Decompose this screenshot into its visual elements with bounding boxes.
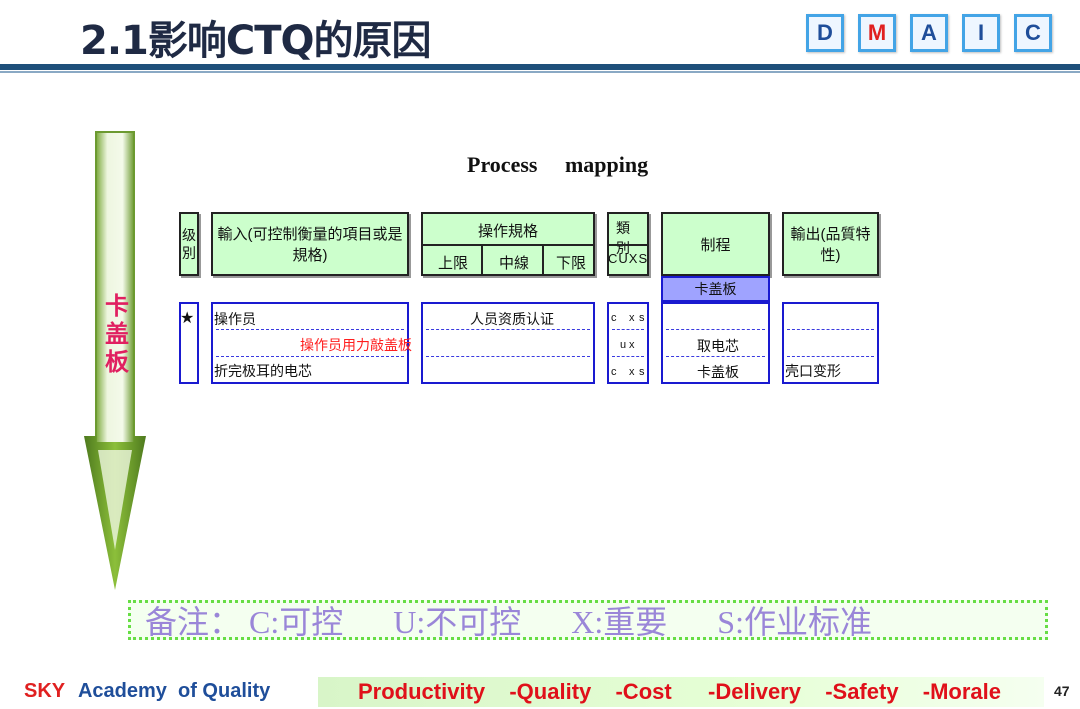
footer-band: [318, 677, 1044, 707]
dmaic-a: A: [910, 14, 948, 52]
row-divider: [612, 329, 644, 330]
output-column: [782, 302, 879, 384]
category-column: [607, 302, 649, 384]
process-name: 卡盖板: [661, 276, 770, 302]
down-arrow-icon: [82, 130, 148, 595]
row-divider: [216, 356, 404, 357]
note-c: 备注： C:可控: [145, 604, 344, 640]
cat-r1-c: c: [611, 312, 617, 324]
note-u: U:不可控: [393, 604, 522, 640]
footer-academy: Academy of Quality: [77, 680, 271, 702]
cat-x: X: [628, 251, 639, 266]
level-column: [179, 302, 199, 384]
dmaic-m: M: [858, 14, 896, 52]
row-divider: [426, 329, 590, 330]
arrow-label-char: 盖: [105, 320, 129, 348]
note-bar: 备注： C:可控 U:不可控 X:重要 S:作业标准: [128, 600, 1048, 640]
header-upper: 上限: [438, 255, 469, 272]
page-number: 47: [1054, 683, 1070, 699]
input-row-3: 折完极耳的电芯: [214, 363, 312, 379]
row-divider: [216, 329, 404, 330]
output-row-3: 壳口变形: [785, 363, 841, 379]
process-mapping-title: Process mapping: [467, 152, 649, 177]
note-s: S:作业标准: [717, 604, 872, 640]
arrow-label: 卡 盖 板: [102, 292, 132, 376]
cat-r3-s: s: [639, 366, 645, 378]
input-column: [211, 302, 409, 384]
header-process: 制程: [661, 212, 770, 276]
header-divider: [481, 244, 483, 276]
header-rule: [0, 64, 1080, 70]
note-x: X:重要: [571, 604, 668, 640]
spec-row-1: 人员资质认证: [470, 311, 554, 327]
header-output: 輸出(品質特性): [782, 212, 879, 276]
level-star: ★: [180, 310, 195, 327]
dmaic-c: C: [1014, 14, 1052, 52]
cat-s: S: [638, 251, 649, 266]
header-op-spec-label: 操作規格: [477, 223, 538, 240]
arrow-label-char: 卡: [105, 292, 129, 320]
dmaic-d: D: [806, 14, 844, 52]
header-lower: 下限: [556, 255, 587, 272]
row-divider: [666, 329, 765, 330]
header-divider: [542, 244, 544, 276]
slide-title: 2.1影响CTQ的原因: [80, 18, 432, 64]
row-divider: [787, 356, 874, 357]
row-divider: [426, 356, 590, 357]
header-input: 輸入(可控制衡量的項目或是規格): [211, 212, 409, 276]
cat-r3-x: x: [629, 366, 635, 378]
footer-brand: SKY Academy of Quality: [24, 680, 270, 703]
input-row-2: 操作员用力敲盖板: [300, 337, 412, 353]
footer-sky: SKY: [24, 680, 66, 702]
dmaic-i: I: [962, 14, 1000, 52]
process-row-3: 卡盖板: [697, 364, 739, 380]
row-divider: [612, 356, 644, 357]
arrow-label-char: 板: [105, 348, 129, 376]
cat-r2-u: u: [620, 339, 627, 351]
header-category-divider: [609, 244, 647, 246]
header-op-spec-divider: [423, 244, 593, 246]
header-rule-thin: [0, 71, 1080, 73]
row-divider: [666, 356, 765, 357]
input-row-1: 操作员: [214, 311, 256, 327]
cat-r1-x: x: [629, 312, 635, 324]
cat-u: U: [618, 251, 629, 266]
cat-r2-x: x: [629, 339, 635, 351]
cat-c: C: [608, 251, 619, 266]
row-divider: [787, 329, 874, 330]
dmaic-nav: D M A I C: [806, 14, 1052, 52]
header-level: 级別: [179, 212, 199, 276]
header-center: 中線: [499, 255, 530, 272]
process-column: [661, 302, 770, 384]
spec-column: [421, 302, 595, 384]
cat-r3-c: c: [611, 366, 617, 378]
cat-r1-s: s: [639, 312, 645, 324]
process-row-2: 取电芯: [697, 338, 739, 354]
header-cats: CUXS: [608, 251, 648, 266]
footer-slogan: Productivity -Quality -Cost -Delivery -S…: [358, 679, 1002, 704]
